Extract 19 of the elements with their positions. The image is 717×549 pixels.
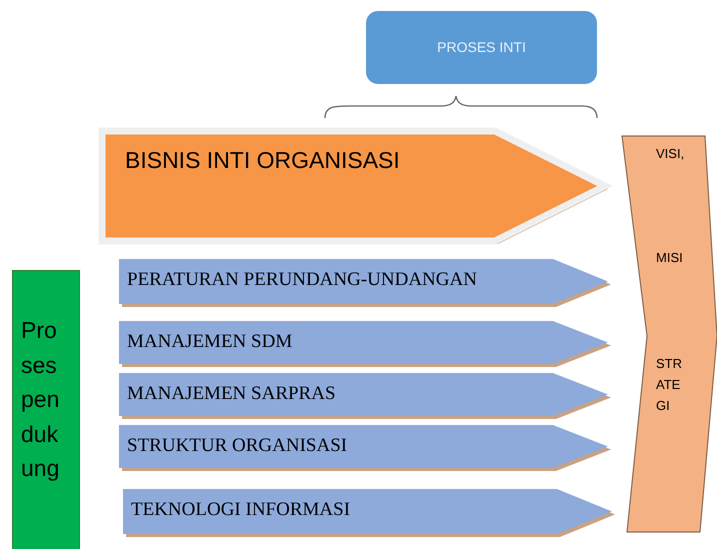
chevron-label: STR ATE GI (656, 355, 683, 415)
box-label: Pro ses pen duk ung (21, 316, 60, 483)
chevron-label: MISI (656, 249, 684, 267)
pentagon-banner (122, 488, 616, 538)
arrow-label: BISNIS INTI ORGANISASI (125, 147, 400, 175)
chevron-label: VISI, (656, 145, 686, 163)
box-label: PROSES INTI (437, 39, 526, 56)
arrow-label: MANAJEMEN SARPRAS (127, 383, 336, 406)
chevron-shape (620, 136, 717, 532)
pentagon-banner (118, 372, 612, 420)
arrow-label: MANAJEMEN SDM (127, 331, 292, 354)
pentagon-banner (118, 258, 612, 308)
vertical-box (12, 270, 80, 549)
arrow-label: PERATURAN PERUNDANG-UNDANGAN (127, 269, 477, 292)
pentagon-banner (118, 424, 612, 472)
arrow-label: TEKNOLOGI INFORMASI (131, 499, 350, 522)
process-box (366, 11, 597, 84)
pentagon-banner (118, 320, 612, 368)
arrow-label: STRUKTUR ORGANISASI (127, 435, 348, 458)
